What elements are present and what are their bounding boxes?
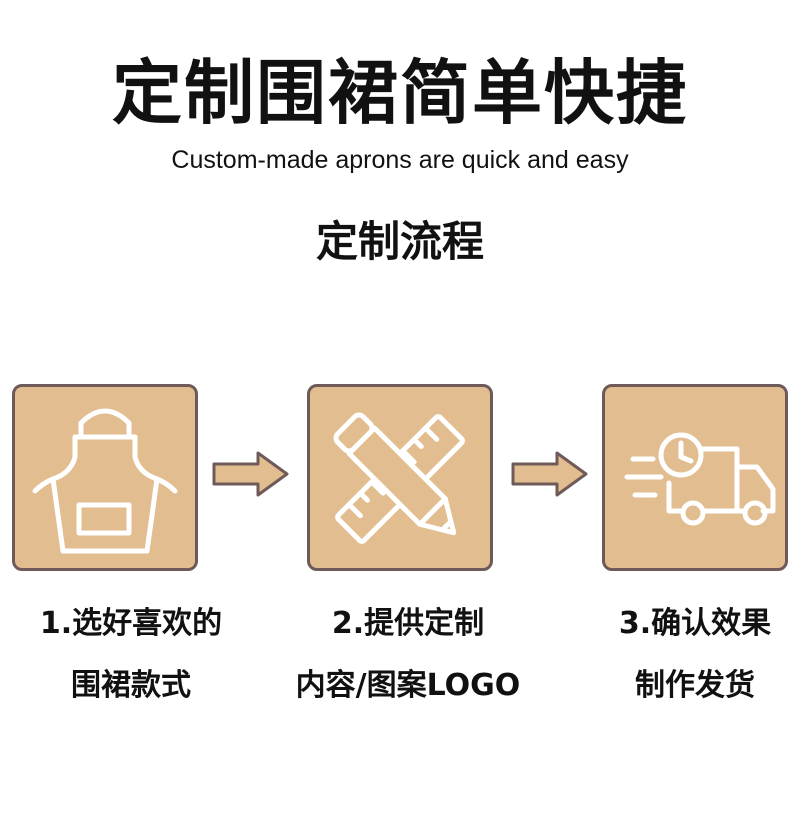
step-3-card xyxy=(602,384,788,571)
arrow-right-icon xyxy=(511,451,588,497)
step-3-line-1: 3.确认效果 xyxy=(618,606,772,641)
step-2-card xyxy=(307,384,493,571)
process-title: 定制流程 xyxy=(315,217,484,266)
arrow-right-icon xyxy=(212,451,289,497)
step-2-line-2: 内容/图案LOGO xyxy=(295,668,521,703)
step-1-card xyxy=(12,384,198,571)
apron-icon xyxy=(32,408,178,554)
page-title: 定制围裙简单快捷 xyxy=(112,52,688,134)
step-1-line-2: 围裙款式 xyxy=(71,668,191,703)
delivery-truck-icon xyxy=(624,432,776,526)
step-3-line-2: 制作发货 xyxy=(635,668,755,703)
step-2-line-1: 2.提供定制 xyxy=(331,606,485,641)
page-subtitle: Custom-made aprons are quick and easy xyxy=(171,146,629,174)
ruler-pencil-icon xyxy=(333,412,465,544)
step-1-line-1: 1.选好喜欢的 xyxy=(39,606,223,641)
